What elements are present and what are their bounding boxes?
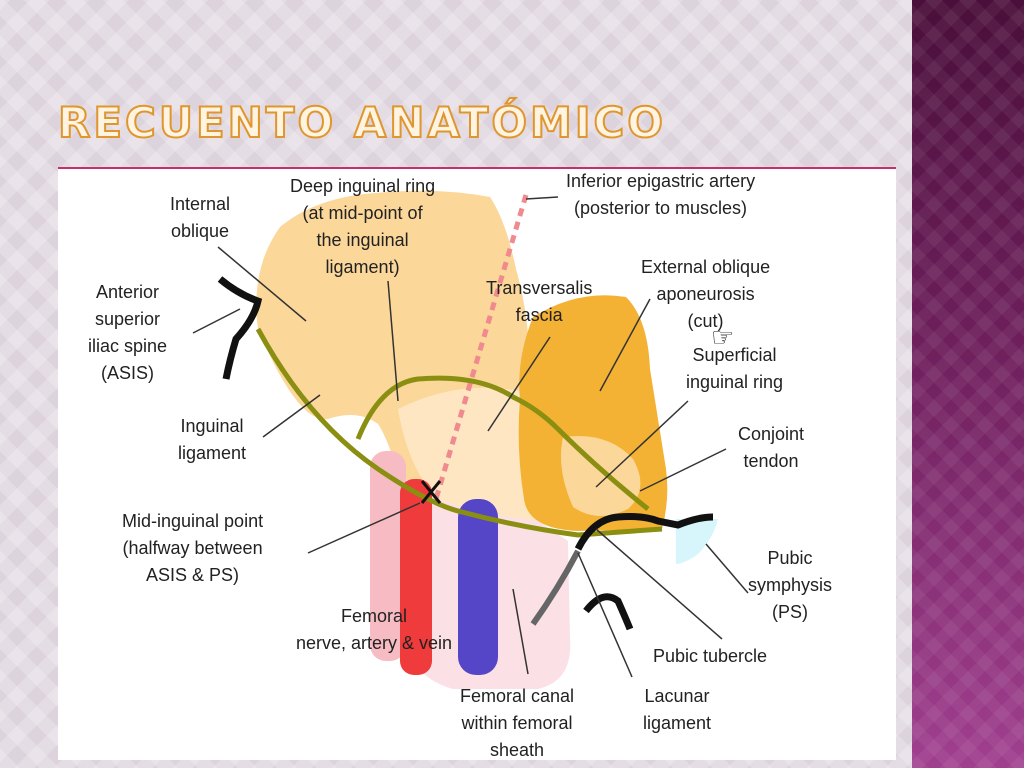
pubic-symphysis-shape xyxy=(676,519,718,564)
label-external-oblique-aponeurosis: External oblique aponeurosis (cut) xyxy=(641,257,771,331)
label-conjoint-tendon: Conjoint tendon xyxy=(738,424,805,471)
label-mid-inguinal-point: Mid-inguinal point (halfway between ASIS… xyxy=(122,511,264,585)
femoral-vein-shape xyxy=(458,499,498,675)
pubic-bone-line xyxy=(574,513,714,551)
pubic-tubercle-bone-line xyxy=(583,593,634,631)
leader-line xyxy=(705,543,749,594)
inguinal-region-illustration xyxy=(192,190,749,689)
leader-line xyxy=(217,246,307,322)
femoral-artery-shape xyxy=(400,479,432,675)
label-pubic-symphysis: Pubic symphysis (PS) xyxy=(748,548,833,622)
label-deep-inguinal-ring: Deep inguinal ring (at mid-point of the … xyxy=(290,176,436,277)
label-inferior-epigastric-artery: Inferior epigastric artery (posterior to… xyxy=(566,171,756,218)
label-femoral-nerve-artery-vein: Femoral nerve, artery & vein xyxy=(296,606,453,653)
lacunar-ligament-line xyxy=(530,549,581,626)
leader-line xyxy=(525,196,559,200)
label-superficial-inguinal-ring: Superficial inguinal ring xyxy=(686,345,784,392)
label-femoral-canal: Femoral canal within femoral sheath xyxy=(460,686,575,760)
leader-line xyxy=(387,280,399,402)
slide-title: RECUENTO ANATÓMICO xyxy=(57,98,666,147)
leader-line xyxy=(639,448,727,492)
decorative-side-panel xyxy=(912,0,1024,768)
title-underline xyxy=(58,167,896,169)
label-pubic-tubercle: Pubic tubercle xyxy=(653,646,768,666)
anatomy-diagram: Internal oblique Deep inguinal ring (at … xyxy=(58,169,896,760)
asis-bone-line xyxy=(217,276,263,380)
label-transversalis-fascia: Transversalis fascia xyxy=(486,278,593,325)
leader-line xyxy=(595,528,723,640)
label-lacunar-ligament: Lacunar ligament xyxy=(643,686,712,733)
label-anterior-superior-iliac-spine: Anterior superior iliac spine (ASIS) xyxy=(88,282,168,383)
leader-line xyxy=(262,394,321,438)
pointing-hand-cursor-icon: ☞ xyxy=(711,322,735,352)
leader-line xyxy=(577,552,633,678)
leader-line xyxy=(595,400,689,488)
leader-line xyxy=(307,502,421,554)
label-inguinal-ligament: Inguinal ligament xyxy=(178,416,247,463)
label-internal-oblique: Internal oblique xyxy=(170,194,231,241)
inferior-epigastric-artery-line xyxy=(433,194,529,500)
leader-line xyxy=(512,588,529,675)
superficial-ring-shape xyxy=(560,435,641,517)
femoral-nerve-shape xyxy=(370,451,406,661)
leader-line xyxy=(487,336,551,432)
leader-line xyxy=(192,308,241,334)
leader-line xyxy=(599,298,651,392)
inguinal-ligament-line xyxy=(255,327,663,538)
